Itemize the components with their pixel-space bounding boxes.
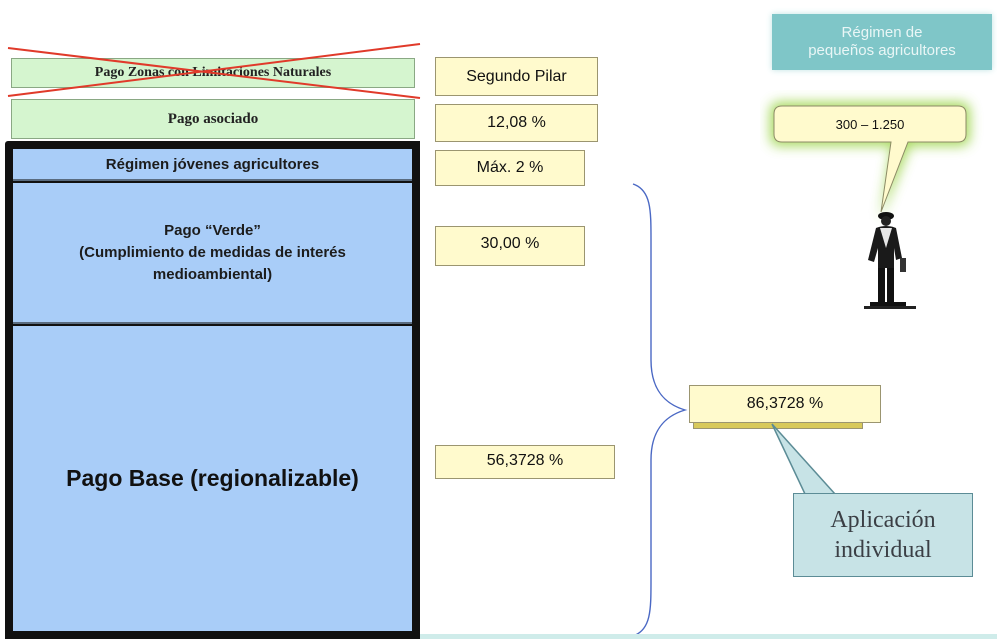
jovenes-label: Régimen jóvenes agricultores <box>105 155 320 173</box>
aplicacion-individual-callout: Aplicación individual <box>793 493 973 577</box>
cross-line-2 <box>7 43 421 97</box>
segundo-pilar-value: Segundo Pilar <box>435 57 598 96</box>
cross-line-1 <box>7 47 421 99</box>
pago-asociado-box: Pago asociado <box>11 99 415 139</box>
bottom-strip <box>420 634 997 639</box>
verde-value-text: 30,00 % <box>480 235 540 252</box>
jovenes-value: Máx. 2 % <box>435 150 585 186</box>
base-value-text: 56,3728 % <box>486 452 564 469</box>
base-value: 56,3728 % <box>435 445 615 479</box>
small-farmers-range: 300 – 1.250 <box>774 106 966 142</box>
pago-base-label: Pago Base (regionalizable) <box>66 465 359 491</box>
curly-brace <box>632 183 688 637</box>
small-farmers-title: Régimen de pequeños agricultores <box>772 14 992 70</box>
cross-out-mark <box>7 43 421 99</box>
total-value: 86,3728 % <box>689 385 881 423</box>
jovenes-box: Régimen jóvenes agricultores <box>13 149 412 181</box>
callout-line-2: individual <box>834 537 932 563</box>
callout-pointer <box>771 423 837 495</box>
asociado-value: 12,08 % <box>435 104 598 142</box>
pago-verde-subtitle-1: (Cumplimiento de medidas de interés <box>79 243 346 261</box>
small-farmers-title-line-1: Régimen de <box>841 24 923 41</box>
pago-verde-box: Pago “Verde” (Cumplimiento de medidas de… <box>13 183 412 324</box>
speech-bubble <box>770 102 970 220</box>
pago-verde-subtitle-2: medioambiental) <box>152 265 273 283</box>
small-farmers-range-text: 300 – 1.250 <box>835 116 905 132</box>
total-value-text: 86,3728 % <box>746 395 824 412</box>
small-farmers-title-line-2: pequeños agricultores <box>808 42 956 59</box>
farmer-icon <box>864 212 916 309</box>
verde-value: 30,00 % <box>435 226 585 266</box>
jovenes-value-text: Máx. 2 % <box>476 159 544 176</box>
pago-verde-title: Pago “Verde” <box>164 221 261 239</box>
pago-asociado-label: Pago asociado <box>167 110 259 127</box>
asociado-value-text: 12,08 % <box>487 114 546 131</box>
pago-base-box: Pago Base (regionalizable) <box>13 326 412 631</box>
segundo-pilar-text: Segundo Pilar <box>466 67 567 85</box>
callout-line-1: Aplicación <box>830 507 936 533</box>
